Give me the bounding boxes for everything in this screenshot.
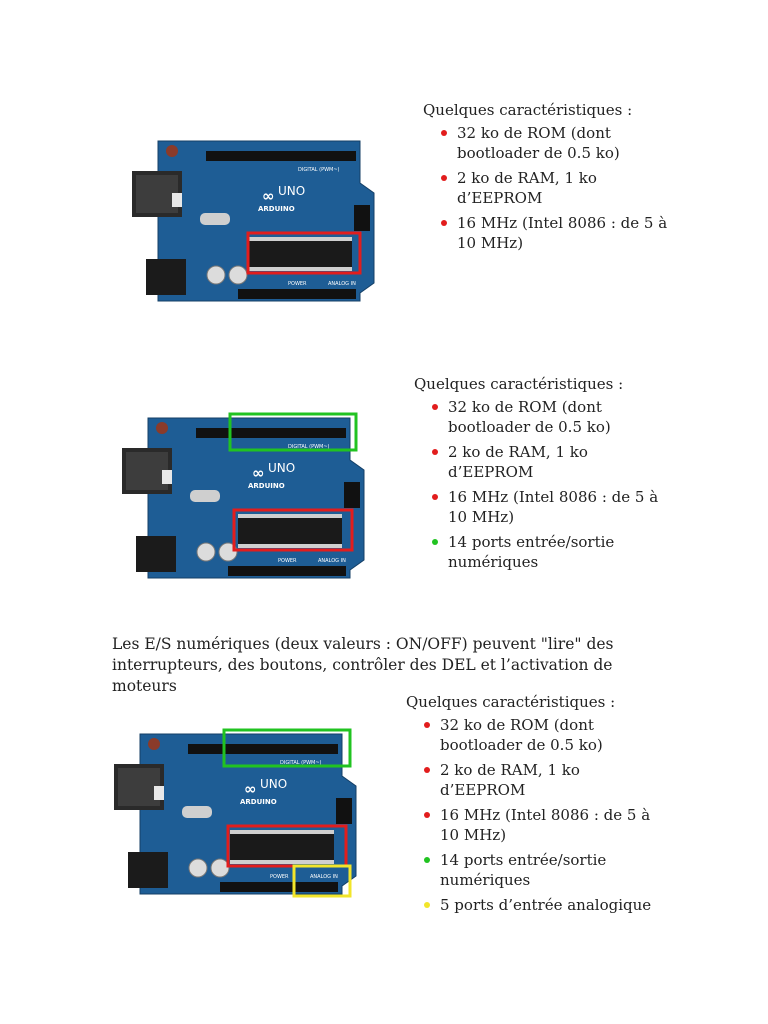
features-list: 32 ko de ROM (dont bootloader de 0.5 ko)…: [414, 397, 664, 572]
digital-pins-highlight-box: [222, 728, 352, 768]
arduino-board-image-2: ∞ UNO ARDUINO DIGITAL (PWM~) POWER ANALO…: [122, 412, 365, 579]
microcontroller-chip-icon: [230, 834, 334, 860]
list-item: 5 ports d’entrée analogique: [422, 895, 656, 915]
features-list: 32 ko de ROM (dont bootloader de 0.5 ko)…: [423, 123, 673, 253]
list-item: 32 ko de ROM (dont bootloader de 0.5 ko): [439, 123, 673, 163]
svg-text:ANALOG IN: ANALOG IN: [318, 558, 346, 564]
list-item: 32 ko de ROM (dont bootloader de 0.5 ko): [430, 397, 664, 437]
rom-highlight-box: [226, 824, 348, 868]
svg-text:UNO: UNO: [268, 461, 295, 475]
bullet-icon: [432, 404, 438, 410]
bullet-icon: [424, 767, 430, 773]
uno-logo-icon: ∞: [244, 780, 257, 798]
arduino-board-image-3: ∞ UNO ARDUINO DIGITAL (PWM~) POWER ANALO…: [114, 728, 357, 898]
svg-text:UNO: UNO: [278, 184, 305, 198]
svg-text:ANALOG IN: ANALOG IN: [310, 874, 338, 880]
digital-header-icon: [188, 744, 338, 754]
board-art: ∞ UNO ARDUINO DIGITAL (PWM~) POWER ANALO…: [122, 417, 365, 579]
bullet-icon: [432, 449, 438, 455]
svg-text:ANALOG IN: ANALOG IN: [328, 281, 356, 287]
bullet-icon: [424, 722, 430, 728]
power-jack-icon: [136, 536, 176, 572]
digital-io-note: Les E/S numériques (deux valeurs : ON/OF…: [112, 634, 614, 695]
list-item: 2 ko de RAM, 1 ko d’EEPROM: [422, 760, 656, 800]
uno-logo-icon: ∞: [252, 464, 265, 482]
svg-text:ARDUINO: ARDUINO: [258, 205, 295, 213]
list-item: 16 MHz (Intel 8086 : de 5 à 10 MHz): [439, 213, 673, 253]
features-list: 32 ko de ROM (dont bootloader de 0.5 ko)…: [406, 715, 656, 915]
rom-highlight-box: [246, 231, 362, 275]
svg-text:POWER: POWER: [278, 558, 297, 564]
board-art: ∞ UNO ARDUINO DIGITAL (PWM~) POWER ANALO…: [114, 733, 357, 895]
svg-text:DIGITAL (PWM~): DIGITAL (PWM~): [288, 444, 330, 450]
list-item: 2 ko de RAM, 1 ko d’EEPROM: [439, 168, 673, 208]
bullet-icon: [432, 539, 438, 545]
features-heading: Quelques caractéristiques :: [414, 375, 624, 393]
list-item: 2 ko de RAM, 1 ko d’EEPROM: [430, 442, 664, 482]
features-section-2: Quelques caractéristiques : 32 ko de ROM…: [414, 374, 664, 577]
list-item: 16 MHz (Intel 8086 : de 5 à 10 MHz): [422, 805, 656, 845]
digital-header-icon: [206, 151, 356, 161]
bullet-icon: [441, 220, 447, 226]
bullet-icon: [441, 130, 447, 136]
uno-logo-icon: ∞: [262, 187, 275, 205]
microcontroller-chip-icon: [238, 518, 342, 544]
bullet-icon: [424, 902, 430, 908]
rom-highlight-box: [232, 508, 354, 552]
microcontroller-chip-icon: [248, 241, 352, 267]
list-item: 14 ports entrée/sortie numériques: [430, 532, 664, 572]
bullet-icon: [424, 857, 430, 863]
bullet-icon: [424, 812, 430, 818]
features-section-3: Quelques caractéristiques : 32 ko de ROM…: [406, 692, 656, 920]
list-item: 14 ports entrée/sortie numériques: [422, 850, 656, 890]
analog-pins-highlight-box: [292, 864, 352, 898]
svg-text:ARDUINO: ARDUINO: [248, 482, 285, 490]
svg-text:DIGITAL (PWM~): DIGITAL (PWM~): [280, 760, 322, 766]
bullet-icon: [432, 494, 438, 500]
features-heading: Quelques caractéristiques :: [423, 101, 633, 119]
list-item: 32 ko de ROM (dont bootloader de 0.5 ko): [422, 715, 656, 755]
digital-header-icon: [196, 428, 346, 438]
features-section-1: Quelques caractéristiques : 32 ko de ROM…: [423, 100, 673, 258]
svg-text:DIGITAL (PWM~): DIGITAL (PWM~): [298, 167, 340, 173]
svg-text:UNO: UNO: [260, 777, 287, 791]
svg-text:POWER: POWER: [288, 281, 307, 287]
svg-text:ARDUINO: ARDUINO: [240, 798, 277, 806]
bullet-icon: [441, 175, 447, 181]
list-item: 16 MHz (Intel 8086 : de 5 à 10 MHz): [430, 487, 664, 527]
features-heading: Quelques caractéristiques :: [406, 693, 616, 711]
power-jack-icon: [128, 852, 168, 888]
digital-pins-highlight-box: [228, 412, 358, 452]
svg-text:POWER: POWER: [270, 874, 289, 880]
power-jack-icon: [146, 259, 186, 295]
arduino-board-image-1: ∞ UNO ARDUINO DIGITAL (PWM~) POWER ANALO…: [132, 140, 375, 302]
board-art: ∞ UNO ARDUINO DIGITAL (PWM~) POWER ANALO…: [132, 140, 375, 302]
